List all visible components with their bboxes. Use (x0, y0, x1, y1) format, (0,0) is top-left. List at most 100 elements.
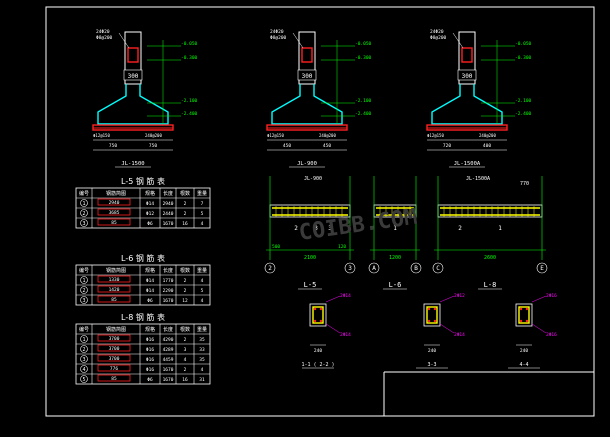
rebar-callout-right: Φ8@200 (430, 35, 447, 41)
section-mark: 1 (393, 225, 397, 232)
table-cell: 4 (201, 278, 204, 284)
axis-label: 2 (268, 265, 272, 272)
rebar-dim: 2940 (109, 200, 120, 206)
level-label: -2.100 (355, 98, 372, 104)
rebar-shape (97, 354, 131, 362)
rebar-dot (525, 319, 529, 323)
callout-leader (531, 295, 547, 303)
axis-label: C (436, 265, 440, 272)
rebar-dot (319, 319, 323, 323)
rebar-dim: 1330 (109, 277, 120, 283)
table-header: 重量 (197, 190, 207, 197)
width-dim: 240 (314, 348, 322, 354)
table-cell: 1670 (163, 221, 174, 227)
table-cell: 2 (184, 337, 187, 343)
table-header: 钢筋简图 (106, 190, 126, 197)
rebar-shape (97, 285, 131, 293)
rebar-dim: 85 (111, 297, 117, 303)
table-cell: 2 (184, 367, 187, 373)
top-bar-callout: 2Φ14 (340, 293, 351, 299)
table-header: 根数 (180, 190, 190, 197)
table-cell: 1770 (163, 278, 174, 284)
axis-bubble (410, 262, 422, 274)
axis-bubble (368, 262, 380, 274)
table-cell: 1670 (163, 377, 174, 383)
callout-leader (325, 323, 341, 334)
table-cell: 35 (199, 337, 205, 343)
rebar-dim: 1420 (109, 287, 120, 293)
base-rebar-label: Φ12@150 (93, 133, 110, 138)
rebar-dot (319, 307, 323, 311)
dim-right: 400 (483, 143, 491, 149)
row-number-circle (80, 375, 88, 383)
axis-label: B (414, 265, 418, 272)
callout-leader (325, 295, 341, 303)
row-number-circle (80, 199, 88, 207)
rebar-callout-left: 24Φ20 (430, 29, 444, 35)
column-stem (458, 31, 476, 85)
beam-label: L-8 (484, 281, 497, 289)
table-cell: 4 (201, 298, 204, 304)
callout-leader (439, 295, 455, 303)
row-number-circle (80, 209, 88, 217)
table-header: 根数 (180, 267, 190, 274)
rebar-dot (519, 319, 523, 323)
table-header: 长度 (163, 190, 173, 197)
edge-rebar-label: 240@200 (319, 133, 336, 138)
footing-label: JL-1500 (121, 161, 144, 167)
rebar-shape (97, 295, 131, 303)
row-number-circle (80, 276, 88, 284)
footing-section-3: 300-0.050-0.300-2.100-2.40024Φ20Φ8@20072… (426, 29, 532, 168)
callout-leader (452, 32, 464, 49)
table-cell: Φ6 (147, 298, 153, 304)
table-header: 钢筋简图 (106, 267, 126, 274)
dim-left: 450 (283, 143, 291, 149)
callout-leader (118, 32, 130, 49)
table-cell: 4 (201, 221, 204, 227)
axis-bubble (344, 262, 356, 274)
rebar-dot (519, 307, 523, 311)
rebar-dot (525, 307, 529, 311)
row-number: 1 (82, 201, 85, 207)
table-cell: Φ16 (146, 337, 154, 343)
column-stem (298, 31, 316, 85)
column-width-label: 300 (462, 73, 473, 80)
axis-bubble (432, 262, 444, 274)
axis-label: 3 (348, 265, 352, 272)
footing-sections: 300-0.050-0.300-2.100-2.40024Φ20Φ8@20075… (92, 29, 532, 168)
row-number-circle (80, 365, 88, 373)
table-cell: 1670 (163, 298, 174, 304)
table-header: 规格 (145, 190, 155, 197)
section-stirrup (518, 306, 530, 324)
level-label: -2.100 (515, 98, 532, 104)
row-number: 1 (82, 278, 85, 284)
footing-outline (97, 84, 169, 125)
rebar-dim: 3685 (109, 210, 120, 216)
rebar-dim: 85 (111, 220, 117, 226)
table-cell: 5 (201, 211, 204, 217)
table-cell: 4 (201, 367, 204, 373)
table-header: 重量 (197, 326, 207, 333)
row-number: 5 (82, 377, 85, 383)
callout-leader (439, 323, 455, 334)
bottom-bar-callout: 2Φ14 (454, 332, 465, 338)
level-label: -0.300 (181, 55, 198, 61)
table-cell: 4 (184, 357, 187, 363)
level-label: -0.050 (355, 41, 372, 47)
rebar-callout-left: 24Φ20 (270, 29, 284, 35)
table-cell: 4459 (163, 357, 174, 363)
table-cell: 12 (182, 298, 188, 304)
table-cell: Φ12 (146, 211, 154, 217)
edge-rebar-label: 240@200 (145, 133, 162, 138)
stem-rebar (127, 47, 139, 63)
bottom-bar-callout: 2Φ16 (546, 332, 557, 338)
column-width-label: 300 (128, 73, 139, 80)
beam-header-label: JL-1500A (466, 176, 490, 182)
table-cell: 2940 (163, 201, 174, 207)
level-label: -0.050 (515, 41, 532, 47)
